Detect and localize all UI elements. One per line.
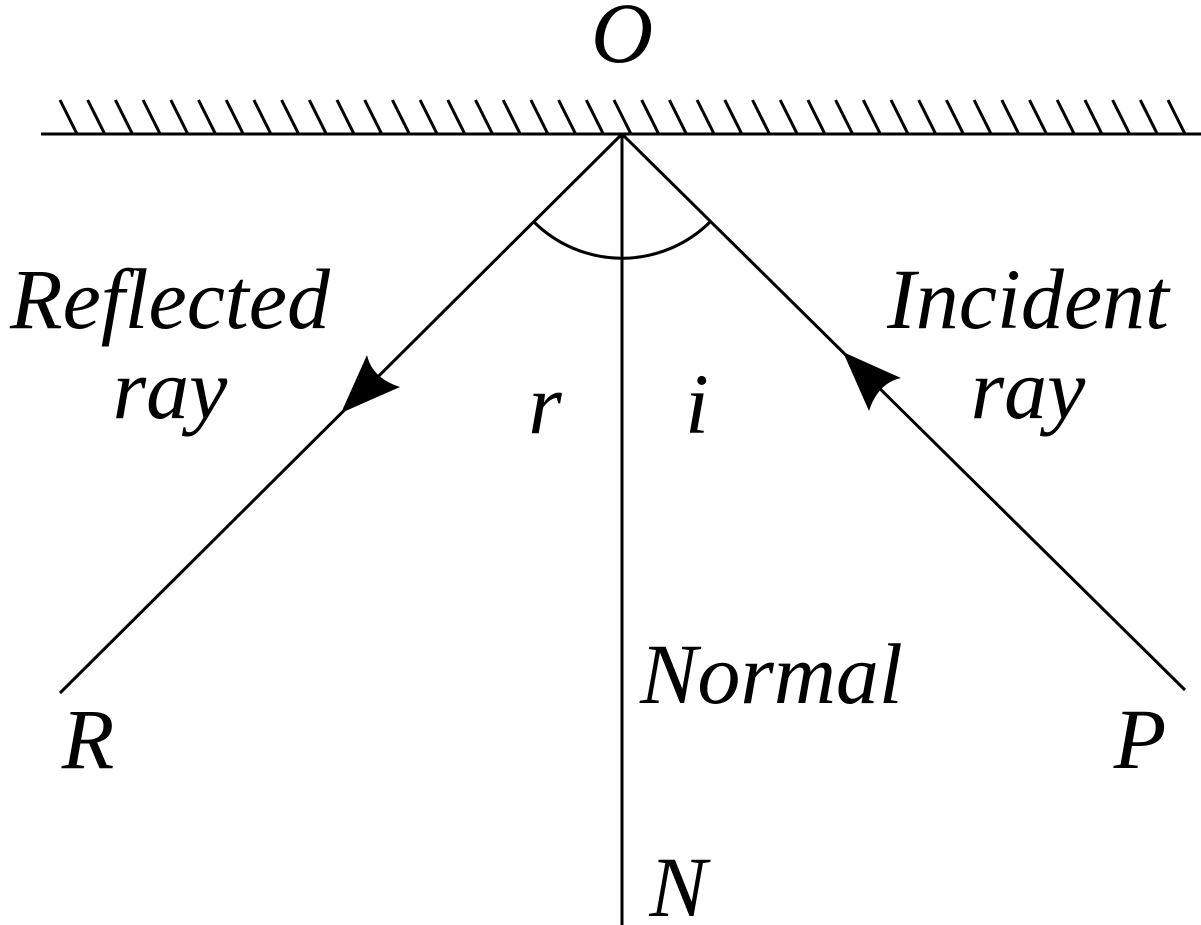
hatch-mark: [1166, 99, 1187, 135]
hatch-mark: [1083, 99, 1104, 135]
hatch-mark: [252, 99, 273, 135]
incident-ray: [620, 132, 1187, 692]
hatch-mark: [391, 99, 411, 135]
hatch-mark: [945, 99, 965, 135]
hatch-mark: [751, 99, 771, 135]
label-point-p: P: [1113, 691, 1167, 787]
hatch-mark: [1055, 99, 1076, 135]
hatch-mark: [474, 99, 494, 135]
hatch-mark: [446, 99, 467, 135]
hatch-mark: [806, 99, 827, 135]
hatch-mark: [723, 99, 744, 135]
angle-arc: [532, 220, 712, 260]
reflected-ray: [58, 132, 624, 695]
hatch-mark: [114, 99, 134, 135]
label-point-n: N: [648, 839, 711, 925]
hatch-mark: [58, 99, 79, 135]
label-reflected-ray: ray: [113, 341, 228, 437]
hatch-mark: [307, 99, 328, 135]
hatch-mark: [695, 99, 716, 135]
hatch-mark: [834, 99, 854, 135]
hatch-mark: [1028, 99, 1048, 135]
hatch-mark: [668, 99, 688, 135]
mirror-hatching: [58, 99, 1187, 135]
hatch-mark: [861, 99, 882, 135]
hatch-mark: [917, 99, 938, 135]
hatch-mark: [169, 99, 190, 135]
hatch-mark: [557, 99, 577, 135]
label-origin: O: [591, 0, 653, 81]
incident-arrowhead: [843, 352, 901, 411]
hatch-mark: [86, 99, 107, 135]
hatch-mark: [335, 99, 356, 135]
label-normal: Normal: [639, 626, 903, 722]
hatch-mark: [889, 99, 910, 135]
label-angle-i: i: [685, 356, 709, 452]
hatch-mark: [363, 99, 384, 135]
hatch-mark: [1000, 99, 1021, 135]
hatch-mark: [418, 99, 439, 135]
reflected-arrowhead: [341, 355, 400, 413]
label-incident: Incident: [886, 251, 1171, 347]
label-angle-r: r: [528, 356, 562, 452]
hatch-mark: [778, 99, 799, 135]
hatch-mark: [197, 99, 217, 135]
hatch-mark: [1138, 99, 1159, 135]
hatch-mark: [501, 99, 522, 135]
label-incident-ray: ray: [971, 341, 1086, 437]
label-reflected: Reflected: [9, 251, 331, 347]
hatch-mark: [612, 99, 633, 135]
hatch-mark: [972, 99, 993, 135]
hatch-mark: [141, 99, 162, 135]
hatch-mark: [224, 99, 245, 135]
label-point-r: R: [61, 691, 115, 787]
hatch-mark: [584, 99, 605, 135]
hatch-mark: [280, 99, 300, 135]
hatch-mark: [529, 99, 550, 135]
hatch-mark: [640, 99, 661, 135]
hatch-mark: [1111, 99, 1131, 135]
